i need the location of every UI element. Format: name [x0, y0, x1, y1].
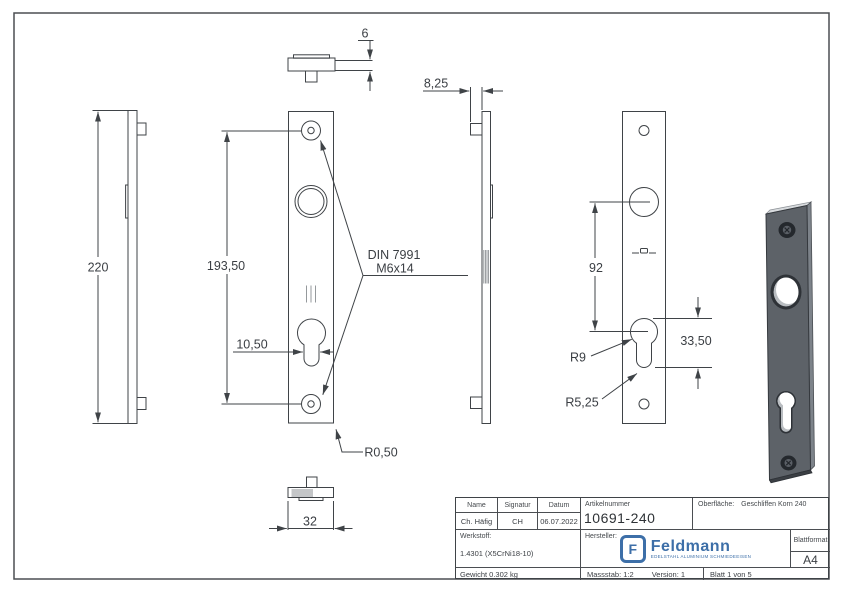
feldmann-logo: F Feldmann EDELSTAHL ALUMINIUM SCHMIEDEE…	[619, 534, 752, 563]
view-side-right	[470, 111, 493, 424]
manufacturer-cell: Hersteller: F Feldmann EDELSTAHL ALUMINI…	[581, 530, 791, 568]
dim-keyhole-bottom-radius-text: R5,25	[565, 396, 598, 410]
render-front-face	[765, 204, 812, 481]
title-block: Name Signatur Datum Ch. Häfig CH 06.07.2…	[455, 497, 830, 580]
drawing-frame	[13, 12, 830, 580]
format-label: Blattformat	[791, 530, 830, 552]
render-keyhole	[776, 391, 796, 434]
dim-keyhole-height: 33,50	[653, 297, 712, 389]
dim-hole-spacing-text: 193,50	[207, 259, 245, 273]
render-handle-hole	[770, 274, 802, 310]
render-screw-bottom	[780, 455, 797, 471]
dim-plate-thickness: 6	[335, 27, 374, 91]
version-value: Version: 1	[651, 569, 686, 579]
dim-corner-radius: R0,50	[335, 429, 398, 460]
dim-keyhole-top-radius-text: R9	[570, 351, 586, 365]
article-cell: Artikelnummer 10691-240	[581, 498, 693, 530]
dim-keyhole-height-text: 33,50	[680, 334, 711, 348]
dim-keyhole-top-radius: R9	[570, 338, 632, 365]
material-label: Werkstoff:	[460, 533, 492, 540]
manufacturer-label: Hersteller:	[585, 533, 617, 540]
material-cell: Werkstoff: 1.4301 (X5CrNi18-10)	[456, 530, 581, 568]
article-number: 10691-240	[584, 510, 656, 526]
dim-keyhole-width-text: 10,50	[236, 338, 267, 352]
article-label: Artikelnummer	[585, 501, 631, 508]
view-side-left	[125, 110, 147, 424]
name-label: Name	[456, 498, 498, 513]
dim-plate-width: 32	[269, 501, 353, 532]
dim-handle-to-keyhole-text: 92	[589, 261, 603, 275]
dim-plate-thickness-text: 6	[362, 27, 369, 41]
dim-stub-offset: 8,25	[423, 77, 503, 122]
note-screw-text: M6x14	[376, 262, 414, 276]
dim-plate-height: 220	[88, 110, 128, 424]
feldmann-logo-tagline: EDELSTAHL ALUMINIUM SCHMIEDEEISEN	[650, 553, 752, 559]
dim-plate-width-text: 32	[303, 515, 317, 529]
render-screw-top	[778, 222, 796, 238]
scale-value: Massstab: 1:2	[587, 569, 634, 579]
format-value: A4	[791, 552, 830, 568]
surface-label: Oberfläche:	[698, 501, 735, 508]
render-3d	[764, 201, 815, 484]
weight-cell: Gewicht 0.302 kg	[456, 568, 581, 580]
note-screws: DIN 7991 M6x14	[320, 140, 468, 395]
detail-bottom-section	[287, 476, 334, 501]
dim-keyhole-slot-width: 10,50	[233, 338, 334, 355]
signature-label: Signatur	[498, 498, 538, 513]
sheet-cell: Blatt 1 von 5	[710, 569, 752, 579]
surface-value: Geschliffen Korn 240	[741, 501, 807, 508]
render-bottom-face	[768, 469, 813, 484]
dim-plate-height-text: 220	[88, 261, 109, 275]
date-label: Datum	[538, 498, 581, 513]
dim-corner-radius-text: R0,50	[364, 446, 397, 460]
view-front	[288, 111, 334, 424]
engraved-logo-stamp	[640, 248, 648, 254]
view-back	[622, 111, 666, 424]
dim-hole-spacing: 193,50	[207, 130, 301, 405]
signature-value: CH	[498, 513, 538, 530]
dim-stub-offset-text: 8,25	[424, 77, 448, 91]
feldmann-logo-icon: F	[619, 534, 646, 563]
date-value: 06.07.2022	[538, 513, 581, 530]
dim-keyhole-bottom-radius: R5,25	[565, 373, 638, 410]
material-value: 1.4301 (X5CrNi18-10)	[460, 549, 534, 558]
note-din-text: DIN 7991	[368, 248, 421, 262]
scale-cell: Massstab: 1:2 Version: 1	[581, 568, 704, 580]
surface-cell: Oberfläche: Geschliffen Korn 240	[693, 498, 830, 530]
name-value: Ch. Häfig	[456, 513, 498, 530]
detail-top-section	[287, 54, 336, 83]
dim-handle-to-keyhole: 92	[589, 201, 650, 332]
feldmann-logo-brand: Feldmann	[650, 537, 731, 555]
